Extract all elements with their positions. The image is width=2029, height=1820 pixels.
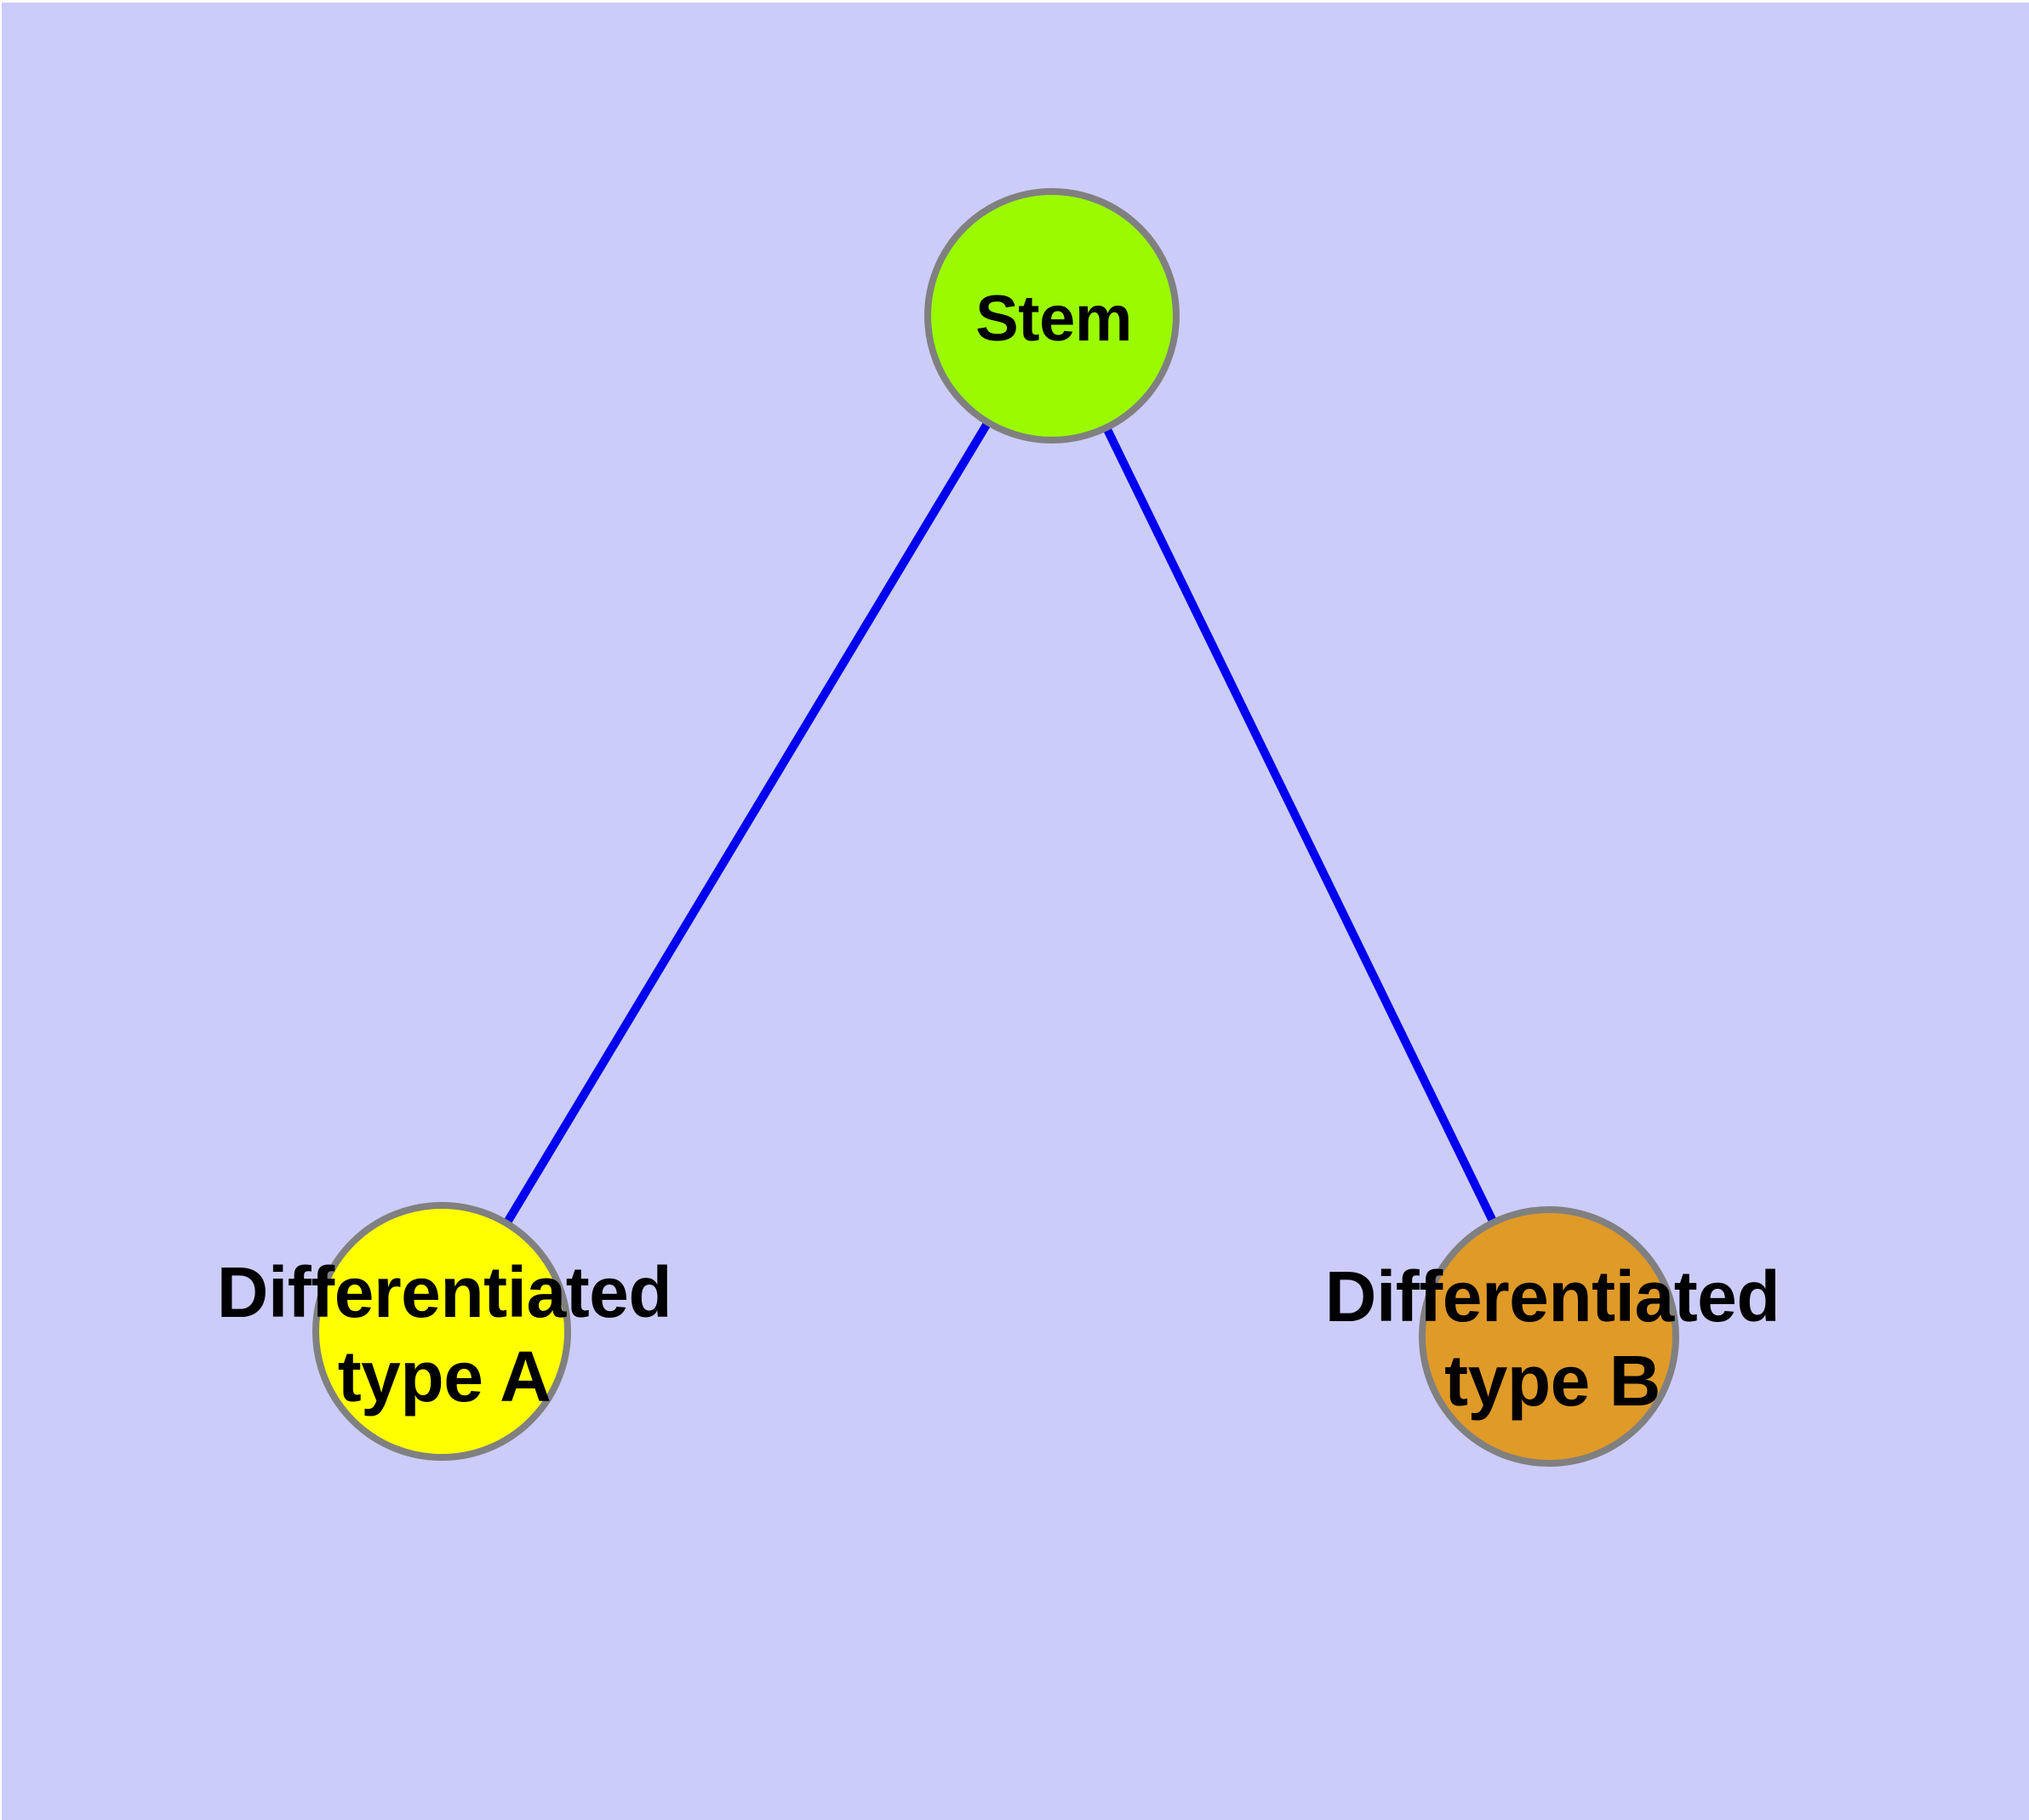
edge-layer [437,313,1553,1339]
node-stem[interactable] [924,188,1180,444]
node-layer [312,188,1679,1467]
graph-svg [312,188,1679,1467]
node-differentiated-type-b[interactable] [1419,1206,1679,1467]
edge-stem-to-differentiated-type-a [437,313,1056,1334]
node-differentiated-type-a[interactable] [312,1202,571,1461]
edge-stem-to-differentiated-type-b [1048,313,1553,1339]
graph-plot-area: Stem Differentiated type A Differentiate… [2,3,2029,1820]
